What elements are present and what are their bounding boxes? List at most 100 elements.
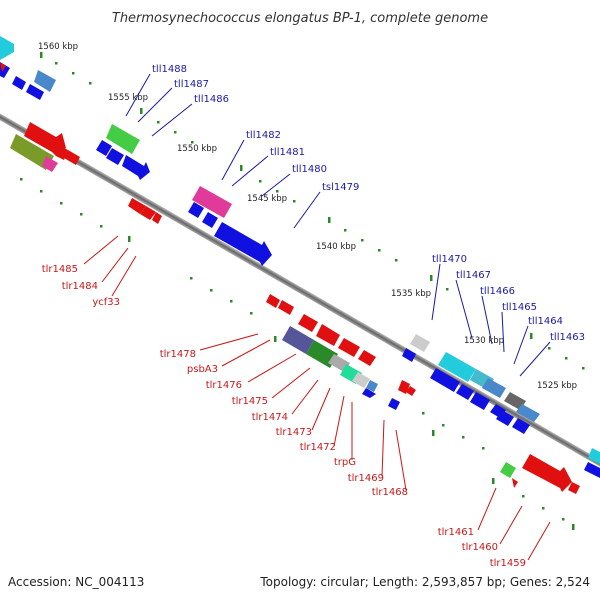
gene-feature [470,392,490,410]
gene-label: tlr1478 [160,349,196,360]
gene-label: tll1470 [432,254,467,265]
tick-label: 1545 kbp [247,194,287,204]
gene-label: tlr1460 [462,542,498,553]
leaders-forward [125,73,551,377]
gene-feature [588,448,600,464]
gene-label: tlr1485 [42,264,78,275]
gene-feature [96,140,112,156]
gene-feature [128,198,146,214]
gene-feature [24,122,66,156]
gene-label: tll1463 [550,332,585,343]
gene-feature [42,156,58,172]
gene-label: tlr1473 [276,427,312,438]
gene-feature [406,386,416,396]
accession-label: Accession: NC_004113 [8,575,144,589]
gene-feature [402,348,416,362]
gene-cluster-1530 [402,334,600,478]
gene-feature [388,398,400,410]
tick-label: 1540 kbp [316,242,356,252]
gene-label: tlr1475 [232,396,268,407]
gene-label: tll1481 [270,147,305,158]
gene-label: tlr1461 [438,527,474,538]
gene-feature [12,76,26,90]
labels-reverse: tlr1485 tlr1484 ycf33 tlr1478 psbA3 tlr1… [42,264,526,569]
gene-feature [500,462,516,478]
gene-feature [202,212,218,228]
gene-feature [504,392,526,410]
gene-feature [266,294,280,308]
gene-feature [26,84,44,100]
tick-label: 1530 kbp [464,336,504,346]
tick-label: 1535 kbp [391,289,431,299]
tick-label: 1555 kbp [108,93,148,103]
gene-label: tll1464 [528,316,563,327]
gene-label: tlr1484 [62,281,98,292]
gene-feature [106,148,124,165]
gene-label: tll1466 [480,286,515,297]
map-title: Thermosynechococcus elongatus BP-1, comp… [112,11,488,26]
gene-label: tll1467 [456,270,491,281]
gene-feature [358,350,376,366]
tick-track-upper [40,52,585,370]
gene-label: tlr1468 [372,487,408,498]
gene-feature [10,134,54,170]
gene-label: tlr1459 [490,558,526,569]
gene-feature [456,384,474,400]
gene-cluster-tlr1485 [0,62,162,224]
gene-feature [430,368,460,392]
gene-label: tll1487 [174,79,209,90]
gene-feature [512,418,530,434]
gene-cluster-tlr1478 [266,294,416,410]
gene-feature [0,62,6,72]
tick-label: 1560 kbp [38,42,78,52]
gene-feature [214,222,272,266]
gene-feature [106,124,140,154]
gene-label: trpG [334,457,356,468]
gene-feature [410,334,430,352]
gene-cluster-tlr1461 [500,454,580,494]
gene-feature [192,186,232,218]
gene-label: tlr1469 [348,473,384,484]
gene-feature [64,150,80,165]
tick-track-lower [20,178,575,530]
gene-feature [282,326,314,354]
gene-feature [568,482,580,494]
gene-feature [140,206,156,220]
gene-feature [152,212,162,224]
gene-feature [438,352,476,382]
gene-feature [188,202,204,218]
gene-feature [0,36,14,60]
gene-label: tlr1476 [206,380,242,391]
gene-cluster-1550 [188,186,272,266]
gene-feature [366,380,378,392]
gene-label: tll1488 [152,64,187,75]
gene-label: tlr1472 [300,442,336,453]
gene-label: tll1465 [502,302,537,313]
gene-feature [352,372,370,388]
gene-feature [522,454,572,492]
gene-cluster-1555 [96,124,150,180]
gene-label: psbA3 [187,364,218,375]
gene-feature [34,70,56,92]
gene-feature [278,300,294,315]
gene-label: ycf33 [92,297,120,308]
gene-feature [584,462,600,478]
gene-feature [496,410,514,426]
leaders-reverse [83,235,551,561]
tick-label: 1525 kbp [537,381,577,391]
gene-label: tlr1474 [252,412,288,423]
labels-forward: tll1488 tll1487 tll1486 tll1482 tll1481 … [152,64,585,343]
gene-feature [516,404,540,422]
tick-label: 1550 kbp [177,144,217,154]
gene-feature [338,338,360,357]
gene-label: tsl1479 [322,182,359,193]
gene-feature [482,378,506,398]
gene-feature [316,324,340,346]
gene-feature [362,388,376,398]
gene-feature [298,314,318,332]
kbp-ticks: 1560 kbp 1555 kbp 1550 kbp 1545 kbp 1540… [38,42,577,391]
gene-label: tll1482 [246,130,281,141]
gene-feature [122,155,150,180]
